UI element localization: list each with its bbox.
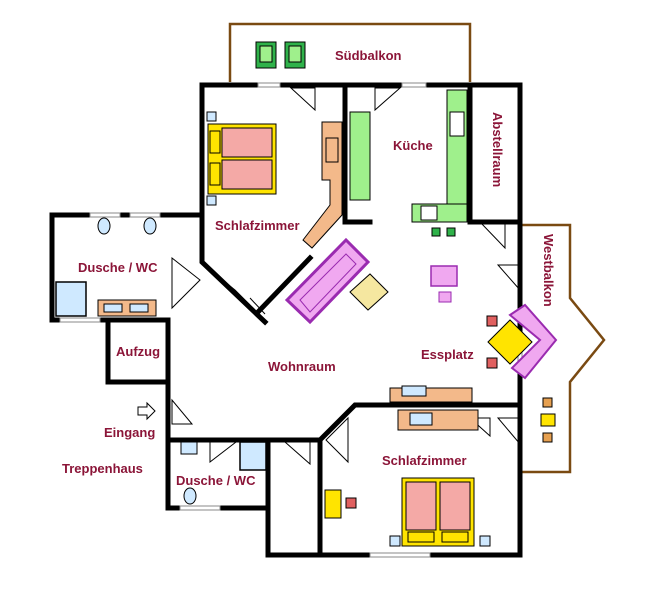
label-dusche-wc-unten: Dusche / WC	[176, 473, 256, 488]
windows	[59, 82, 523, 558]
label-aufzug: Aufzug	[116, 344, 160, 359]
kitchen-counter	[349, 89, 468, 237]
label-westbalkon: Westbalkon	[541, 234, 556, 307]
tv-icon	[401, 385, 427, 397]
chair-icon	[486, 315, 498, 327]
armchair-icon	[430, 265, 458, 287]
nightstand-icon	[206, 195, 217, 206]
chair-icon	[345, 497, 357, 509]
shower-icon	[239, 441, 267, 471]
arrow-right-outline-icon	[137, 401, 156, 421]
label-wohnraum: Wohnraum	[268, 359, 336, 374]
label-dusche-wc-links: Dusche / WC	[78, 260, 158, 275]
nightstand-icon	[479, 535, 491, 547]
nightstand-icon	[206, 111, 217, 122]
toilet-icon	[183, 487, 197, 505]
sofa-icon	[284, 237, 371, 325]
balcony-chair-icon	[284, 41, 306, 69]
label-abstellraum: Abstellraum	[490, 112, 505, 187]
label-schlafzimmer-oben: Schlafzimmer	[215, 218, 300, 233]
tv-icon	[409, 412, 433, 426]
nightstand-icon	[389, 535, 401, 547]
bed-icon	[401, 477, 475, 547]
label-treppenhaus: Treppenhaus	[62, 461, 143, 476]
balcony-chair-icon	[542, 432, 553, 443]
desk-icon	[324, 489, 342, 519]
westbalkon-outline	[522, 223, 606, 474]
stove-icon	[420, 205, 438, 221]
balcony-chair-icon	[255, 41, 277, 69]
stool-icon	[438, 291, 452, 303]
bed-icon	[207, 123, 277, 195]
label-kueche: Küche	[393, 138, 433, 153]
dining-table-icon	[487, 319, 533, 365]
shower-icon	[55, 281, 87, 317]
washbasin-icon	[180, 441, 198, 455]
toilet-icon	[97, 217, 111, 235]
coffee-table-icon	[349, 273, 389, 311]
tv-icon	[325, 137, 339, 163]
corner-bench-icon	[508, 303, 558, 380]
balcony-chair-icon	[542, 397, 553, 408]
sink-icon	[449, 111, 465, 137]
doors	[171, 87, 521, 466]
label-eingang: Eingang	[104, 425, 155, 440]
label-essplatz: Essplatz	[421, 347, 474, 362]
suedbalkon-outline	[228, 22, 472, 82]
chair-icon	[486, 357, 498, 369]
label-suedbalkon: Südbalkon	[335, 48, 402, 63]
bidet-icon	[143, 217, 157, 235]
label-schlafzimmer-unten: Schlafzimmer	[382, 453, 467, 468]
balcony-table-icon	[540, 413, 556, 427]
walls	[49, 82, 523, 558]
